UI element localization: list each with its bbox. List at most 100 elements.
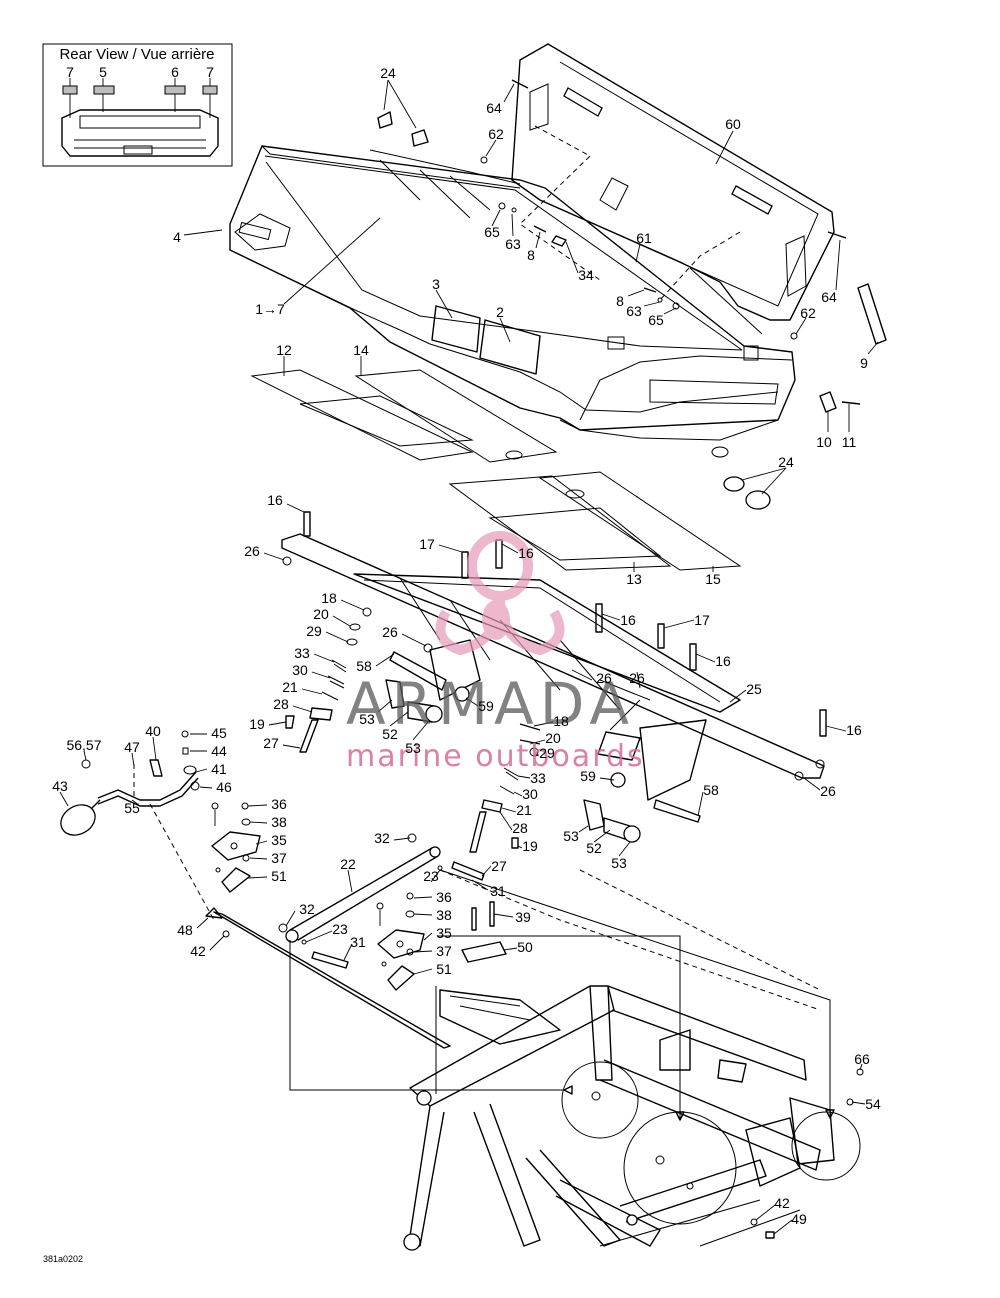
callout-64b: 64: [821, 289, 837, 305]
callout-3: 3: [432, 276, 440, 292]
callout-37b: 37: [436, 943, 452, 959]
callout-18a: 18: [321, 590, 337, 606]
latch-mechanism: [60, 730, 507, 1049]
callout-8b: 8: [616, 293, 624, 309]
callout-42b: 42: [774, 1195, 790, 1211]
drawing-code: 381a0202: [43, 1254, 83, 1264]
callout-64a: 64: [486, 100, 502, 116]
callout-49: 49: [791, 1211, 807, 1227]
callout-14: 14: [353, 342, 369, 358]
callout-63a: 63: [505, 236, 521, 252]
callout-52a: 52: [382, 726, 398, 742]
callout-8a: 8: [527, 247, 535, 263]
callout-23b: 23: [332, 921, 348, 937]
callout-65b: 65: [648, 312, 664, 328]
callout-53a: 53: [359, 711, 375, 727]
callout-inset-6: 6: [171, 64, 179, 80]
callout-47: 47: [124, 739, 140, 755]
callout-56-57: 56,57: [66, 737, 101, 753]
callout-31a: 31: [490, 883, 506, 899]
callout-53b: 53: [405, 740, 421, 756]
callout-33b: 33: [530, 770, 546, 786]
mats-upper: [250, 369, 558, 463]
callout-31b: 31: [350, 934, 366, 950]
callout-36b: 36: [436, 889, 452, 905]
callout-2: 2: [496, 304, 504, 320]
callout-48: 48: [177, 922, 193, 938]
callout-16a: 16: [267, 492, 283, 508]
callout-28b: 28: [512, 820, 528, 836]
mats-lower: [448, 471, 742, 571]
callout-29a: 29: [306, 623, 322, 639]
damper-right: [451, 723, 701, 881]
callout-27a: 27: [263, 735, 279, 751]
bed-hardware: [377, 79, 887, 510]
damper-left: [285, 607, 470, 753]
callout-38b: 38: [436, 907, 452, 923]
callout-23a: 23: [423, 868, 439, 884]
callout-51a: 51: [271, 868, 287, 884]
callout-26e: 26: [820, 783, 836, 799]
callout-55: 55: [124, 800, 140, 816]
callout-28a: 28: [273, 696, 289, 712]
callout-24b: 24: [778, 454, 794, 470]
callout-16e: 16: [846, 722, 862, 738]
callout-66: 66: [854, 1051, 870, 1067]
callout-53c: 53: [563, 828, 579, 844]
callout-44: 44: [211, 743, 227, 759]
callout-17b: 17: [694, 612, 710, 628]
callout-32b: 32: [299, 901, 315, 917]
callout-27b: 27: [491, 858, 507, 874]
callout-59a: 59: [478, 698, 494, 714]
callout-12: 12: [276, 342, 292, 358]
callout-50: 50: [517, 939, 533, 955]
callout-61: 61: [636, 230, 652, 246]
leader-lines: [59, 79, 879, 1235]
callout-53d: 53: [611, 855, 627, 871]
callout-58b: 58: [703, 782, 719, 798]
callout-22: 22: [340, 856, 356, 872]
callout-inset-7a: 7: [66, 64, 74, 80]
callout-36a: 36: [271, 796, 287, 812]
callout-24a: 24: [380, 65, 396, 81]
callout-26c: 26: [596, 670, 612, 686]
callout-18b: 18: [553, 713, 569, 729]
callout-54: 54: [865, 1096, 881, 1112]
callout-30b: 30: [522, 786, 538, 802]
callout-29b: 29: [539, 745, 555, 761]
callout-58a: 58: [356, 658, 372, 674]
callout-62a: 62: [488, 126, 504, 142]
callout-16b: 16: [518, 545, 534, 561]
callout-20b: 20: [545, 730, 561, 746]
callout-35b: 35: [436, 925, 452, 941]
callout-34: 34: [578, 267, 594, 283]
vehicle-frame: [403, 985, 864, 1251]
watermark-tagline: marine outboards: [346, 739, 645, 774]
callout-1-7: 1→7: [255, 301, 285, 317]
callout-10: 10: [816, 434, 832, 450]
callout-39: 39: [515, 909, 531, 925]
callout-37a: 37: [271, 850, 287, 866]
callout-26d: 26: [629, 670, 645, 686]
watermark: ARMADA marine outboards: [346, 531, 645, 774]
callout-19b: 19: [522, 838, 538, 854]
rear-view-inset: Rear View / Vue arrière: [42, 43, 233, 167]
callout-inset-7b: 7: [206, 64, 214, 80]
callout-26a: 26: [244, 543, 260, 559]
tailgate: [511, 43, 835, 321]
callout-21b: 21: [516, 802, 532, 818]
callout-32a: 32: [374, 830, 390, 846]
callout-19a: 19: [249, 716, 265, 732]
callout-30a: 30: [292, 662, 308, 678]
callout-25: 25: [746, 681, 762, 697]
callout-16d: 16: [715, 653, 731, 669]
cargo-box: [229, 145, 796, 458]
callout-41: 41: [211, 761, 227, 777]
watermark-brand: ARMADA: [346, 670, 635, 738]
callout-9: 9: [860, 355, 868, 371]
callout-43: 43: [52, 778, 68, 794]
inset-title: Rear View / Vue arrière: [59, 46, 214, 63]
callout-45: 45: [211, 725, 227, 741]
